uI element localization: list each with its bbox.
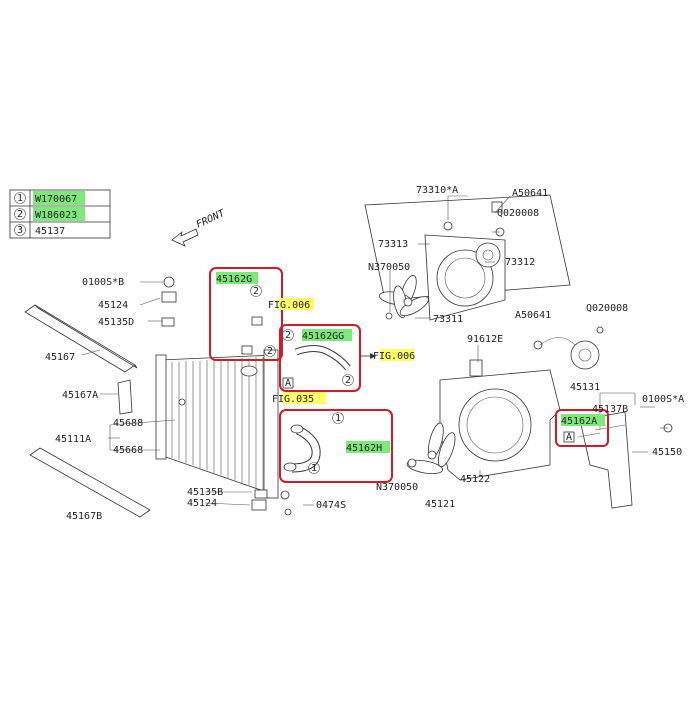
box-A-1: A bbox=[285, 378, 291, 389]
label-45121: 45121 bbox=[425, 499, 455, 510]
label-45137B: 45137B bbox=[592, 404, 628, 415]
label-0100SA: 0100S*A bbox=[642, 394, 684, 405]
label-45162A: 45162A bbox=[561, 416, 597, 427]
leader-lines-lower bbox=[479, 392, 655, 475]
label-A50641-top: A50641 bbox=[512, 188, 548, 199]
callout-45162A: 45162A A bbox=[555, 409, 609, 447]
label-45135B: 45135B bbox=[187, 487, 223, 498]
svg-text:2: 2 bbox=[285, 330, 291, 341]
label-73313: 73313 bbox=[378, 239, 408, 250]
label-45122: 45122 bbox=[460, 474, 490, 485]
radiator-assembly bbox=[24, 276, 292, 518]
fig006-ref-b[interactable]: FIG.006 bbox=[373, 351, 415, 362]
fan-assembly-lower bbox=[406, 326, 673, 509]
label-73312: 73312 bbox=[505, 257, 535, 268]
label-Q020008-top: Q020008 bbox=[497, 208, 539, 219]
legend-code-1: W170067 bbox=[35, 194, 77, 205]
legend-num-1: 1 bbox=[17, 193, 23, 204]
label-0100SB: 0100S*B bbox=[82, 277, 124, 288]
legend-num-3: 3 bbox=[17, 225, 23, 236]
label-91612E: 91612E bbox=[467, 334, 503, 345]
leader-lines-upper bbox=[389, 195, 511, 319]
label-0474S: 0474S bbox=[316, 500, 346, 511]
callout-45162H: 45162H 1 1 bbox=[279, 409, 393, 483]
legend-table: 1 2 3 W170067 W186023 45137 bbox=[9, 189, 111, 239]
front-arrow-icon: FRONT bbox=[171, 208, 228, 247]
callout-45162G: 45162G 2 2 bbox=[209, 267, 283, 361]
legend-num-2: 2 bbox=[17, 209, 23, 220]
label-45135D: 45135D bbox=[98, 317, 134, 328]
label-45167: 45167 bbox=[45, 352, 75, 363]
label-45668: 45668 bbox=[113, 445, 143, 456]
front-label: FRONT bbox=[195, 208, 228, 231]
legend-code-3: 45137 bbox=[35, 226, 65, 237]
label-45167B: 45167B bbox=[66, 511, 102, 522]
fig035-ref[interactable]: FIG.035 bbox=[272, 394, 314, 405]
label-45162GG: 45162GG bbox=[302, 331, 344, 342]
svg-text:2: 2 bbox=[267, 346, 273, 357]
label-N370050-top: N370050 bbox=[368, 262, 410, 273]
label-73310A: 73310*A bbox=[416, 185, 458, 196]
label-45111A: 45111A bbox=[55, 434, 91, 445]
box-A-2: A bbox=[566, 432, 572, 443]
label-N370050-bot: N370050 bbox=[376, 482, 418, 493]
callout-45162GG: 45162GG 2 2 A bbox=[279, 324, 361, 392]
label-45162H: 45162H bbox=[346, 443, 382, 454]
fan-assembly-upper bbox=[364, 194, 571, 321]
svg-text:2: 2 bbox=[253, 286, 259, 297]
svg-text:1: 1 bbox=[335, 413, 341, 424]
svg-text:1: 1 bbox=[311, 463, 317, 474]
fig006-ref-a[interactable]: FIG.006 bbox=[268, 300, 310, 311]
label-45124-bot: 45124 bbox=[187, 498, 217, 509]
svg-text:2: 2 bbox=[345, 375, 351, 386]
label-A50641-mid: A50641 bbox=[515, 310, 551, 321]
label-45124-top: 45124 bbox=[98, 300, 128, 311]
label-45167A: 45167A bbox=[62, 390, 98, 401]
label-45162G: 45162G bbox=[216, 274, 252, 285]
leader-lines-left bbox=[81, 281, 314, 506]
legend-code-2: W186023 bbox=[35, 210, 77, 221]
label-45150: 45150 bbox=[652, 447, 682, 458]
label-45688: 45688 bbox=[113, 418, 143, 429]
label-Q020008-mid: Q020008 bbox=[586, 303, 628, 314]
label-73311: 73311 bbox=[433, 314, 463, 325]
label-45131: 45131 bbox=[570, 382, 600, 393]
